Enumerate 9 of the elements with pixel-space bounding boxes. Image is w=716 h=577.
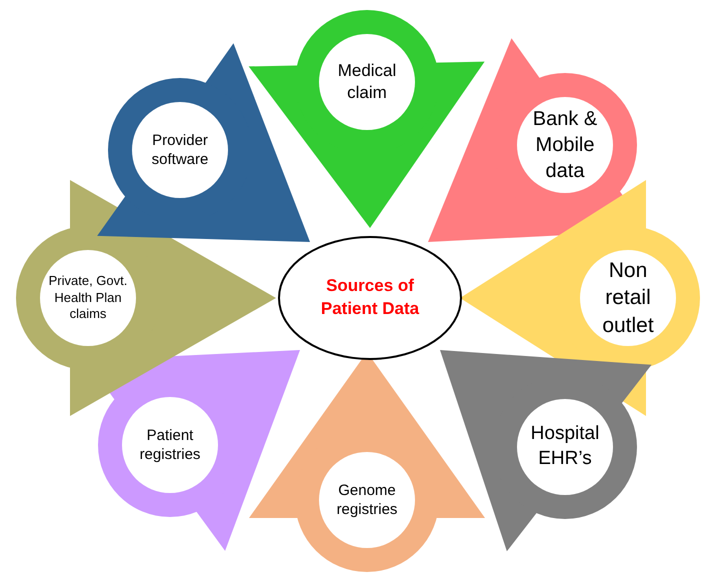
source-label: Hospital EHR’s (530, 422, 600, 471)
source-label: Non retail outlet (601, 258, 655, 339)
source-label: Provider software (150, 130, 210, 170)
center-title: Sources of Patient Data (320, 275, 420, 320)
source-label: Medical claim (336, 60, 398, 104)
source-label: Patient registries (138, 426, 202, 464)
source-label: Bank & Mobile data (532, 107, 598, 184)
source-label: Private, Govt. Health Plan claims (48, 272, 128, 324)
source-label: Genome registries (336, 480, 398, 520)
